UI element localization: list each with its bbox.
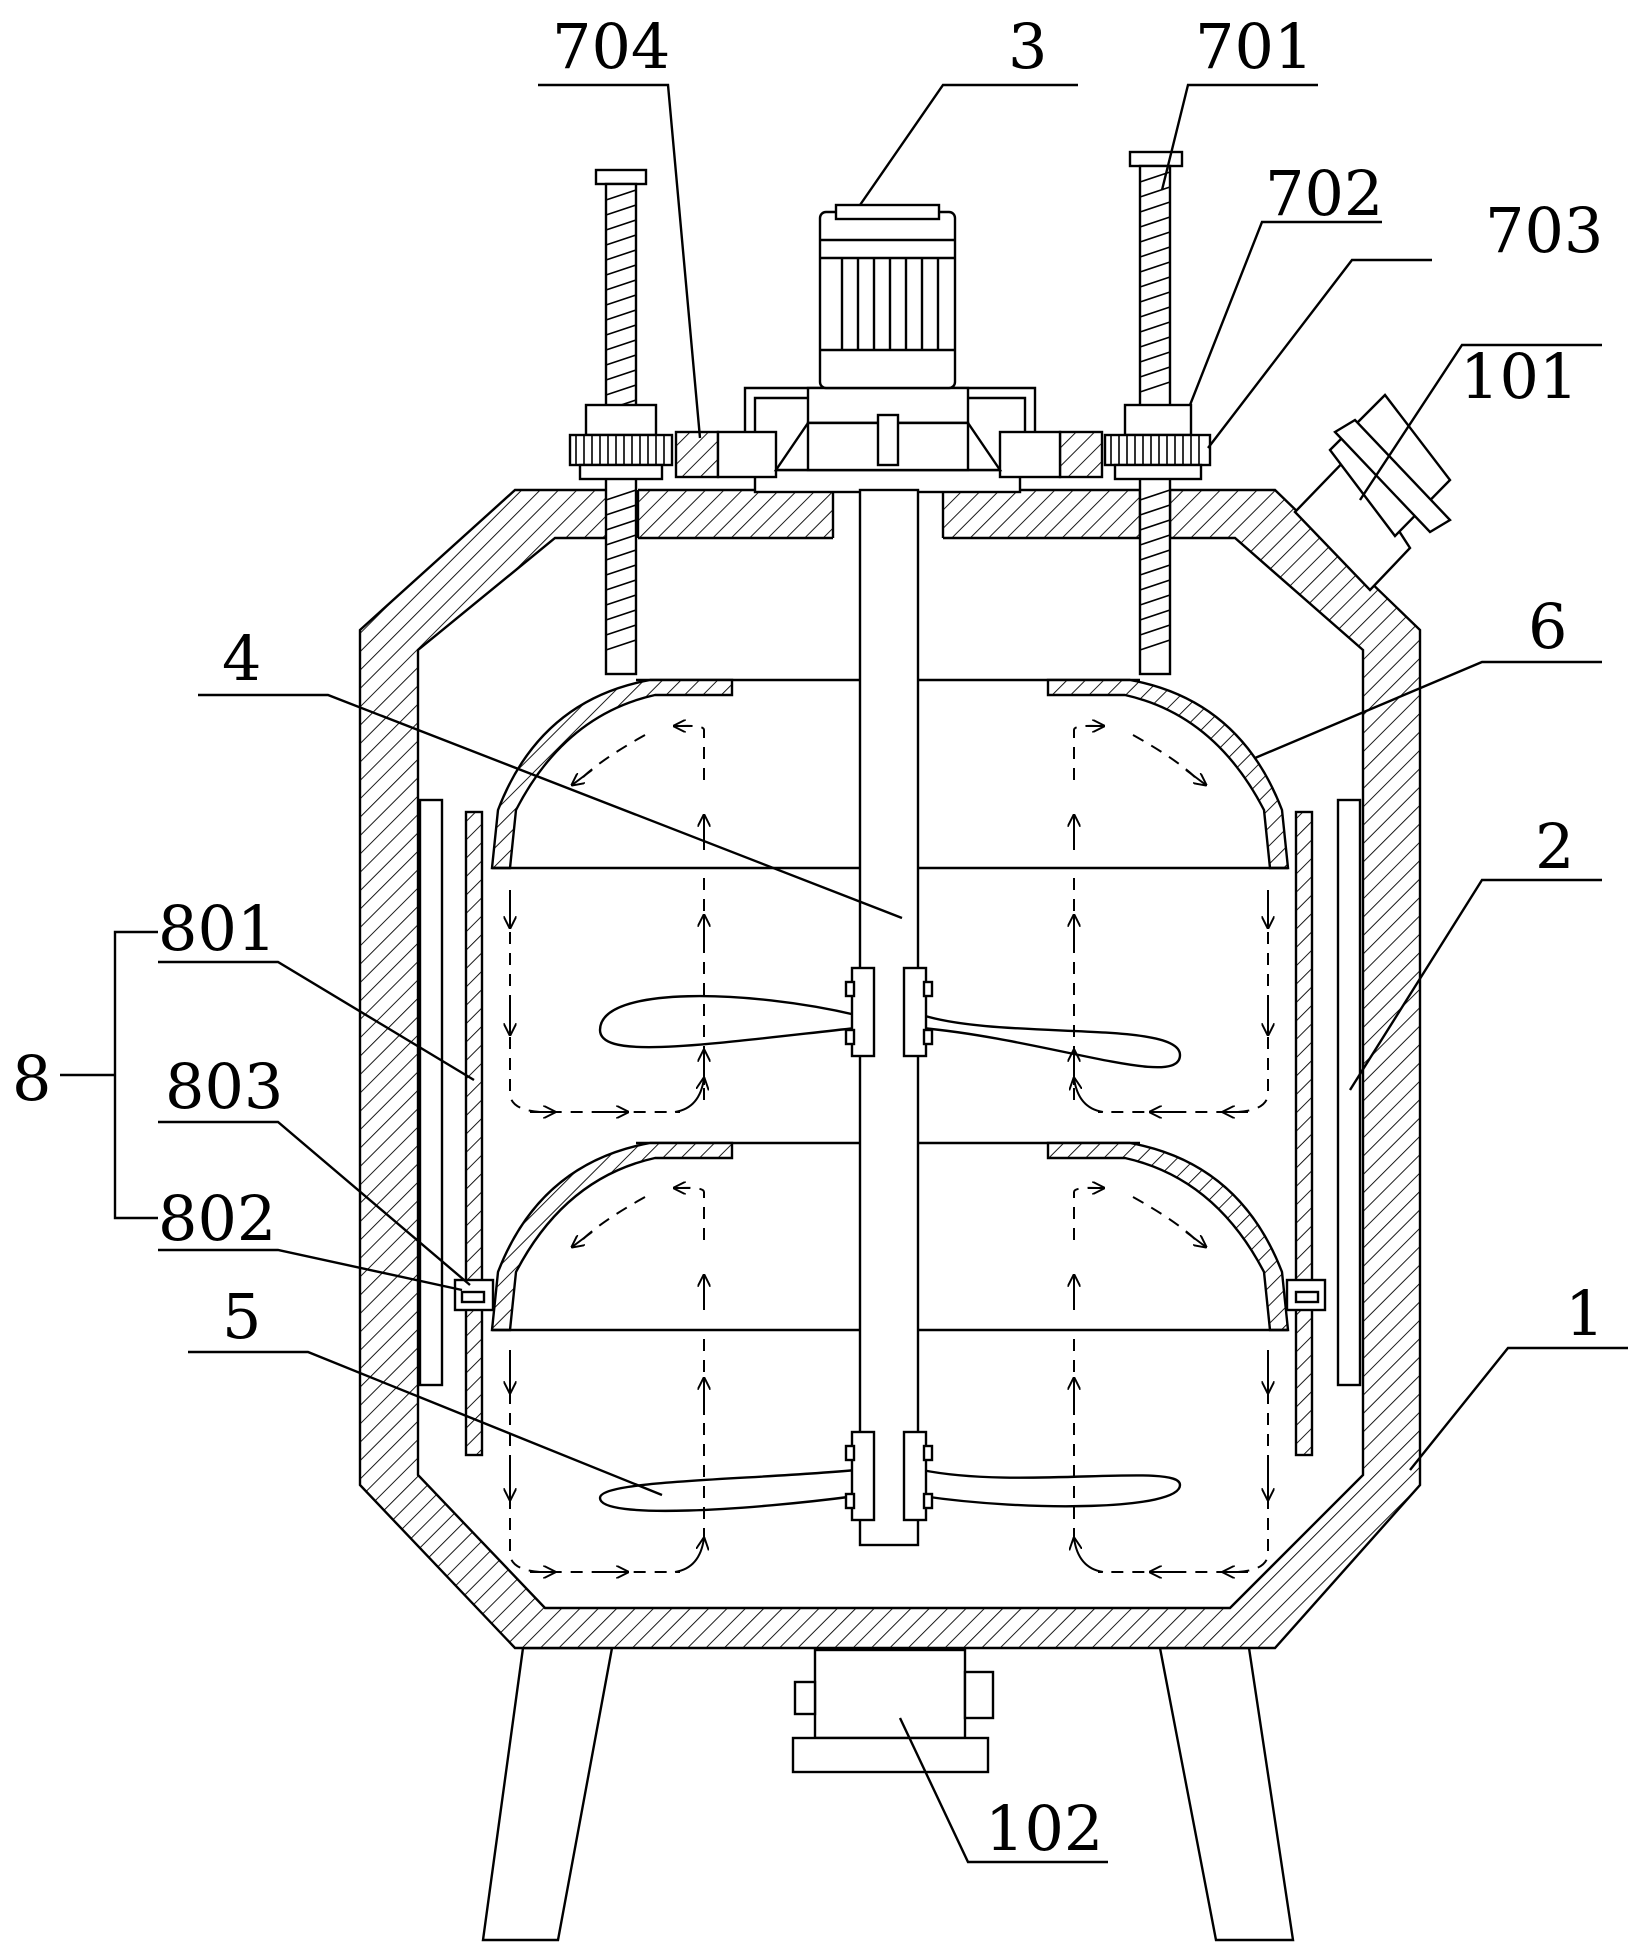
label-102: 102 — [985, 1792, 1103, 1865]
impeller-upper — [598, 966, 1182, 1069]
motor-3 — [818, 210, 957, 390]
impeller-lower — [598, 1430, 1182, 1522]
label-2: 2 — [1535, 810, 1574, 883]
rack-left-801 — [464, 810, 484, 1457]
label-702: 702 — [1265, 157, 1383, 230]
rack-right-801 — [1294, 810, 1314, 1457]
label-801: 801 — [158, 892, 276, 965]
label-8: 8 — [12, 1042, 51, 1115]
part-labels: 704 3 701 702 703 101 6 4 2 801 8 803 80… — [12, 10, 1604, 1865]
label-101: 101 — [1460, 340, 1578, 413]
drain-valve-102 — [791, 1648, 995, 1774]
lifting-screw-left — [568, 168, 674, 676]
flow-arrows — [510, 726, 1268, 1572]
label-704: 704 — [552, 10, 670, 83]
label-703: 703 — [1485, 194, 1603, 267]
label-5: 5 — [222, 1280, 261, 1353]
leader-lines — [60, 83, 1628, 1864]
top-drive-assembly — [674, 203, 1104, 494]
feed-inlet-101 — [1293, 393, 1452, 592]
label-6: 6 — [1528, 590, 1567, 663]
label-1: 1 — [1565, 1277, 1604, 1350]
lifting-screw-right — [1103, 150, 1212, 676]
label-3: 3 — [1008, 10, 1047, 83]
label-4: 4 — [222, 622, 261, 695]
side-plate-left — [418, 798, 444, 1387]
label-802: 802 — [158, 1182, 276, 1255]
gear-802 — [453, 1278, 1327, 1312]
label-701: 701 — [1195, 10, 1313, 83]
label-803: 803 — [165, 1050, 283, 1123]
side-plate-right — [1336, 798, 1362, 1387]
